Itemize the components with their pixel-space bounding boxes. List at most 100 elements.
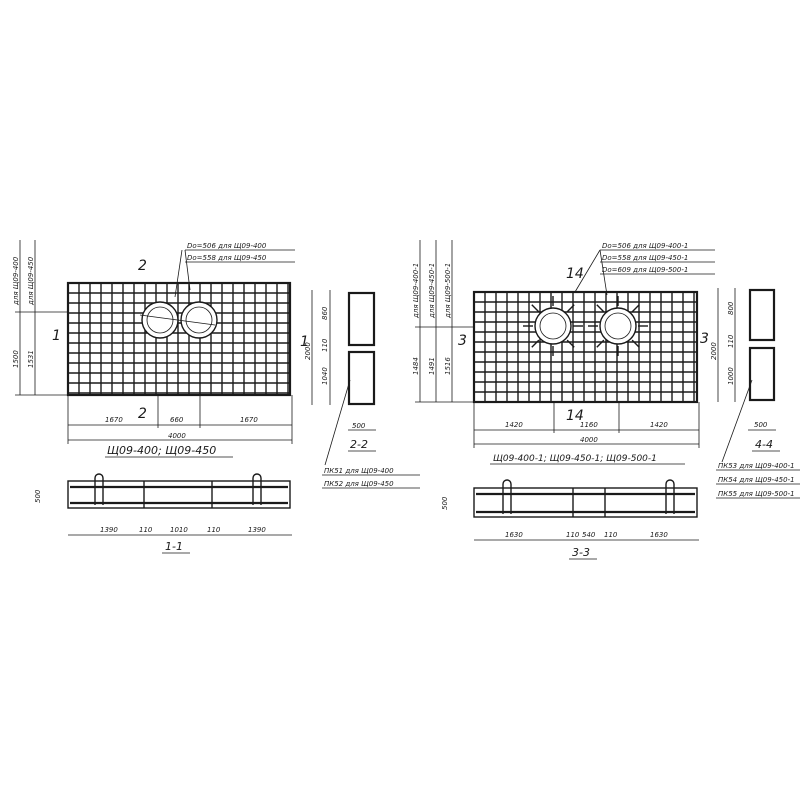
left-section-2-2: 860 110 1040 2000 500 2-2 ПК51 для Щ09-4… bbox=[304, 290, 420, 489]
left-leader-1 bbox=[174, 249, 183, 298]
right-plan-dim-1: 1420 bbox=[505, 421, 523, 429]
left-opening-label-1: Dо=506 для Щ09-400 bbox=[187, 242, 267, 250]
section-box-top bbox=[748, 288, 776, 342]
left-overall-dim: 4000 bbox=[168, 432, 186, 440]
right-overall-dim: 4000 bbox=[580, 436, 598, 444]
lifting-loop bbox=[252, 473, 262, 505]
long-section-outline bbox=[67, 480, 291, 509]
right-section-mark-top: 14 bbox=[566, 266, 584, 282]
long-dim: 540 bbox=[582, 531, 596, 539]
left-plan-dim-3: 1670 bbox=[240, 416, 258, 424]
left-opening-axis bbox=[139, 314, 216, 326]
right-frame-label-2: ПК54 для Щ09-450-1 bbox=[718, 476, 795, 484]
right-vertical-label-2: для Щ09-450-1 bbox=[428, 263, 436, 319]
section-dim: 1040 bbox=[321, 367, 329, 385]
right-vertical-label-3: для Щ09-500-1 bbox=[444, 263, 452, 319]
right-vertical-dim-1: 1484 bbox=[412, 357, 420, 375]
lifting-loop bbox=[502, 479, 512, 514]
right-title: Щ09-400-1; Щ09-450-1; Щ09-500-1 bbox=[493, 454, 657, 464]
right-frame-label-1: ПК53 для Щ09-400-1 bbox=[718, 462, 795, 470]
right-opening-label-3: Dо=609 для Щ09-500-1 bbox=[602, 266, 688, 274]
left-plan-dim-1: 1670 bbox=[105, 416, 123, 424]
trim-bar bbox=[531, 304, 540, 313]
section-box-bottom bbox=[347, 350, 376, 406]
right-plan-dim-2: 1160 bbox=[580, 421, 598, 429]
left-plan-outline bbox=[66, 281, 292, 397]
frame-leader bbox=[324, 379, 351, 466]
right-opening-2-inner bbox=[604, 312, 632, 340]
right-frame-label-3: ПК55 для Щ09-500-1 bbox=[718, 490, 795, 498]
right-long-section-title: 3-3 bbox=[572, 546, 590, 559]
section-dim: 800 bbox=[727, 301, 735, 315]
left-section-mark-side-right: 1 bbox=[300, 334, 309, 350]
left-frame-label-1: ПК51 для Щ09-400 bbox=[324, 467, 394, 475]
right-section-mark-side-right: 3 bbox=[700, 331, 709, 347]
section-dim: 1000 bbox=[727, 367, 735, 385]
trim-bar bbox=[596, 339, 605, 348]
left-plan-grid bbox=[68, 283, 290, 395]
long-dim: 110 bbox=[139, 526, 153, 534]
trim-bar bbox=[631, 339, 640, 348]
left-title: Щ09-400; Щ09-450 bbox=[107, 444, 216, 457]
lifting-loop bbox=[94, 473, 104, 505]
left-opening-1-inner bbox=[146, 306, 174, 334]
left-plan: Dо=506 для Щ09-400 Dо=558 для Щ09-450 2 … bbox=[12, 240, 309, 458]
left-vertical-dim-1: 1500 bbox=[12, 350, 20, 368]
section-dim: 110 bbox=[321, 338, 329, 352]
long-dim: 110 bbox=[207, 526, 221, 534]
long-dim: 110 bbox=[566, 531, 580, 539]
long-section-outline bbox=[473, 487, 698, 518]
lifting-loop bbox=[665, 479, 675, 514]
left-vertical-label-2: для Щ09-450 bbox=[27, 256, 35, 306]
right-leader bbox=[574, 249, 601, 293]
section-dim: 2000 bbox=[304, 342, 312, 360]
section-dim: 110 bbox=[727, 334, 735, 348]
left-section-1-1: 500 1390 110 1010 110 1390 1-1 bbox=[34, 473, 292, 554]
right-side-section-title: 4-4 bbox=[755, 438, 773, 451]
long-dim: 1630 bbox=[505, 531, 523, 539]
left-frame-label-2: ПК52 для Щ09-450 bbox=[324, 480, 394, 488]
right-vertical-label-1: для Щ09-400-1 bbox=[412, 263, 420, 319]
long-section-height: 500 bbox=[441, 496, 449, 510]
right-section-mark-side: 3 bbox=[458, 333, 467, 349]
section-dim: 500 bbox=[754, 421, 768, 429]
right-section-4-4: 800 110 1000 2000 500 4-4 ПК53 для Щ09-4… bbox=[710, 288, 800, 499]
right-vertical-dim-3: 1516 bbox=[444, 357, 452, 375]
left-plan-dim-2: 660 bbox=[170, 416, 184, 424]
right-leader bbox=[599, 249, 608, 296]
left-section-mark-side: 1 bbox=[52, 328, 61, 344]
left-opening-2-inner bbox=[185, 306, 213, 334]
trim-bar bbox=[631, 304, 640, 313]
section-box-bottom bbox=[748, 346, 776, 402]
frame-leader bbox=[721, 379, 753, 463]
long-dim: 110 bbox=[604, 531, 618, 539]
section-dim: 2000 bbox=[710, 342, 718, 360]
left-side-section-title: 2-2 bbox=[350, 438, 368, 451]
right-opening-label-2: Dо=558 для Щ09-450-1 bbox=[602, 254, 688, 262]
left-vertical-dim-2: 1531 bbox=[27, 350, 35, 368]
right-opening-label-1: Dо=506 для Щ09-400-1 bbox=[602, 242, 688, 250]
left-opening-label-2: Dо=558 для Щ09-450 bbox=[187, 254, 267, 262]
left-long-section-title: 1-1 bbox=[165, 540, 183, 553]
long-section-height: 500 bbox=[34, 489, 42, 503]
trim-bar bbox=[531, 339, 540, 348]
trim-bar bbox=[596, 304, 605, 313]
trim-bar bbox=[566, 304, 575, 313]
long-dim: 1390 bbox=[248, 526, 266, 534]
right-plan-dim-3: 1420 bbox=[650, 421, 668, 429]
long-dim: 1390 bbox=[100, 526, 118, 534]
trim-bar bbox=[566, 339, 575, 348]
right-vertical-dim-2: 1491 bbox=[428, 357, 436, 375]
right-plan: Dо=506 для Щ09-400-1 Dо=558 для Щ09-450-… bbox=[412, 240, 715, 465]
left-vertical-label-1: для Щ09-400 bbox=[12, 256, 20, 306]
right-plan-grid bbox=[474, 292, 697, 402]
right-plan-outline bbox=[472, 290, 699, 404]
right-opening-1-inner bbox=[539, 312, 567, 340]
left-section-mark-top: 2 bbox=[138, 258, 147, 274]
trim-bars bbox=[523, 296, 648, 356]
right-section-mark-bottom: 14 bbox=[566, 408, 584, 424]
section-dim: 860 bbox=[321, 306, 329, 320]
long-dim: 1010 bbox=[170, 526, 188, 534]
section-dim: 500 bbox=[352, 422, 366, 430]
section-box-top bbox=[347, 291, 376, 347]
